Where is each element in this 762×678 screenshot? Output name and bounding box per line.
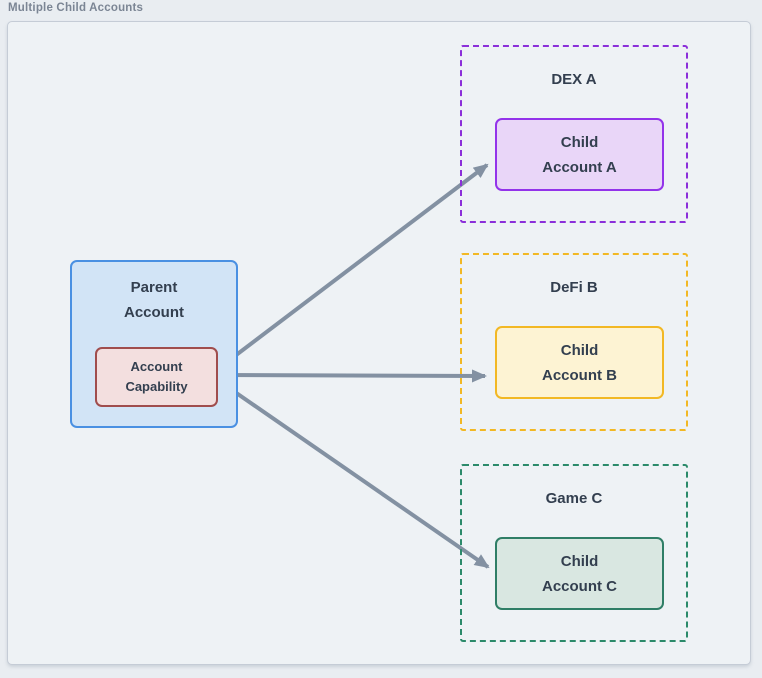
arrow-to-child-a [217,163,489,370]
parent-account-node: Parent Account Account Capability [70,260,238,428]
arrow-to-child-b [220,369,487,383]
child-account-a-node: Child Account A [495,118,664,191]
parent-account-label: Parent Account [72,262,236,325]
child-b-label-line-1: Child [560,341,599,359]
child-c-label-line-2: Account C [542,577,617,595]
child-account-b-node: Child Account B [495,326,664,399]
diagram-canvas: Parent Account Account Capability DEX A … [7,21,751,665]
group-defi-b-label: DeFi B [550,279,598,296]
account-capability-node: Account Capability [95,347,218,407]
group-dex-a-label: DEX A [551,71,597,88]
parent-label-line-1: Parent [130,279,178,296]
parent-label-line-2: Account [124,304,184,321]
capability-label-line-1: Account [130,359,183,374]
child-b-label-line-2: Account B [542,366,617,384]
child-a-label-line-1: Child [560,133,599,151]
group-game-c-label: Game C [545,490,603,507]
group-defi-b: DeFi B Child Account B [460,253,688,431]
group-game-c: Game C Child Account C [460,464,688,642]
child-account-c-node: Child Account C [495,537,664,610]
diagram-title: Multiple Child Accounts [8,2,144,14]
child-a-label-line-2: Account A [542,158,617,176]
child-c-label-line-1: Child [560,552,599,570]
group-dex-a: DEX A Child Account A [460,45,688,223]
arrow-to-child-c [217,379,490,569]
capability-label-line-2: Capability [125,379,188,394]
